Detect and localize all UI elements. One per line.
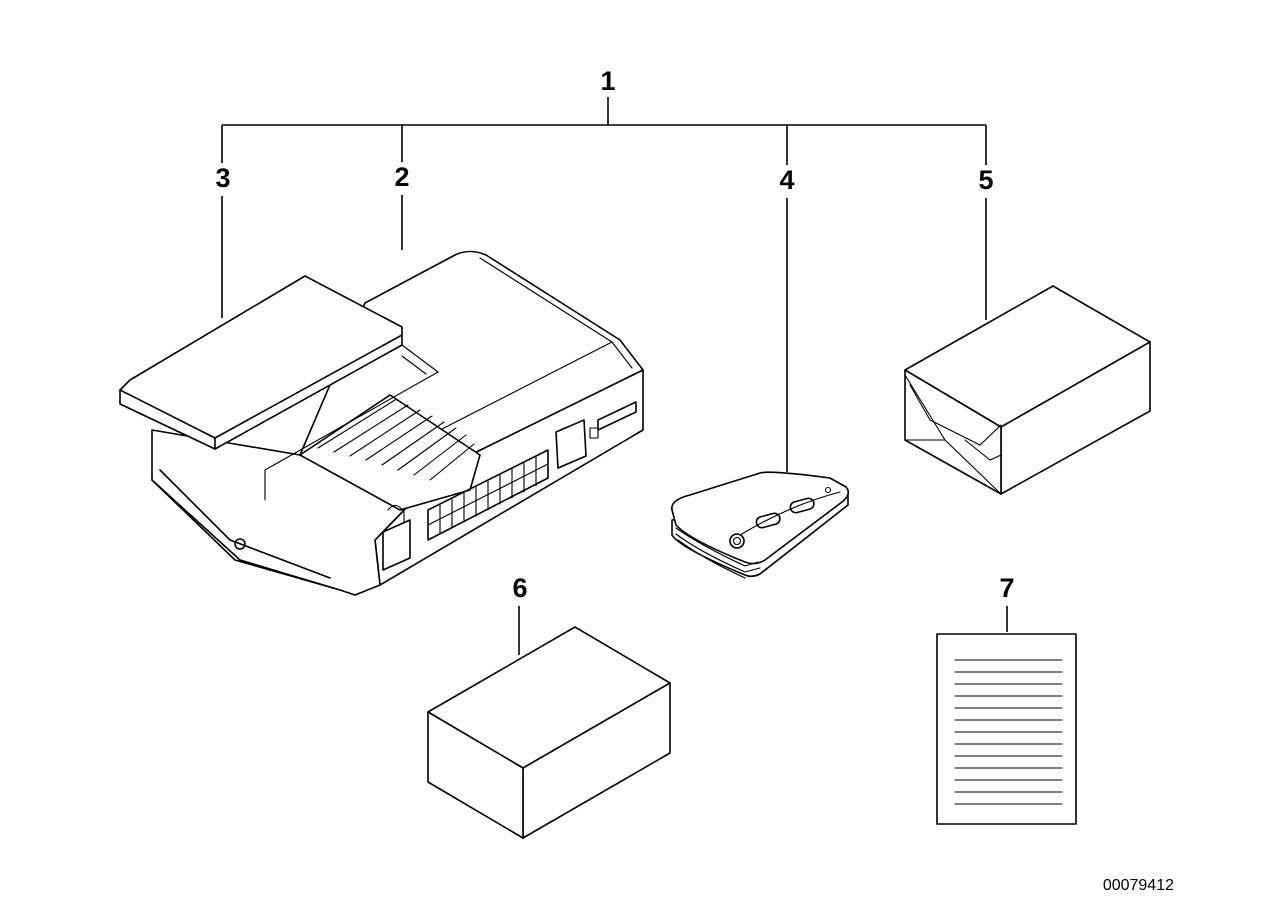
- callout-7[interactable]: 7: [999, 573, 1014, 603]
- callout-1[interactable]: 1: [600, 66, 615, 96]
- document-number: 00079412: [1103, 877, 1174, 894]
- instruction-sheet-illustration: [936, 633, 1077, 825]
- callout-5[interactable]: 5: [978, 165, 993, 195]
- callout-4[interactable]: 4: [779, 165, 794, 195]
- callout-3[interactable]: 3: [215, 163, 230, 193]
- leader-tree: [221, 97, 987, 165]
- callout-6[interactable]: 6: [512, 573, 527, 603]
- remote-key-illustration: [671, 471, 850, 579]
- control-unit-illustration: [151, 250, 644, 596]
- wrapped-package-illustration: [904, 285, 1151, 495]
- cover-plate-illustration: [119, 275, 439, 501]
- box-illustration: [427, 626, 671, 839]
- callout-2[interactable]: 2: [394, 162, 409, 192]
